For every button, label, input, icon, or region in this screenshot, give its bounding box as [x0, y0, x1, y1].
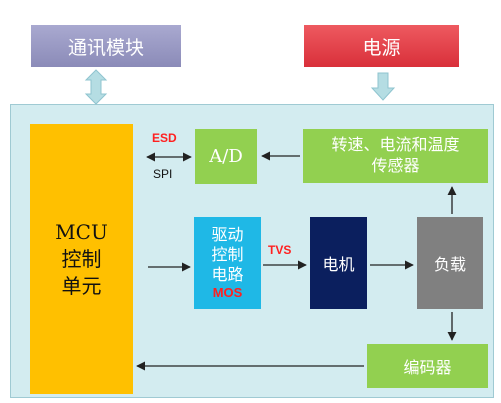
sensor-box: 转速、电流和温度 传感器 [303, 129, 488, 183]
esd-label: ESD [152, 131, 177, 145]
spi-label: SPI [153, 167, 173, 181]
driver-line-1: 驱动 [211, 224, 244, 244]
driver-mos-label: MOS [212, 284, 243, 300]
load-box: 负载 [417, 217, 483, 309]
power-module-label: 电源 [362, 36, 401, 59]
comm-module-label: 通讯模块 [67, 36, 144, 59]
power-module-box: 电源 [304, 25, 459, 67]
comm-module-box: 通讯模块 [31, 25, 181, 67]
tvs-label: TVS [268, 243, 292, 257]
sensor-line-2: 传感器 [371, 156, 420, 175]
driver-line-2: 控制 [211, 244, 244, 264]
mcu-line-1: MCU [55, 219, 108, 244]
mcu-line-3: 单元 [61, 273, 102, 298]
load-label: 负载 [433, 255, 466, 274]
comm-bus-double-arrow [84, 69, 108, 105]
motor-label: 电机 [322, 255, 355, 274]
mcu-line-2: 控制 [61, 246, 102, 271]
encoder-box: 编码器 [367, 344, 488, 388]
mcu-box: MCU 控制 单元 [30, 124, 133, 394]
sensor-line-1: 转速、电流和温度 [331, 135, 460, 155]
ad-box: A/D [195, 129, 257, 184]
motor-box: 电机 [310, 217, 367, 309]
ad-label: A/D [209, 146, 243, 167]
driver-box: 驱动 控制 电路 MOS [194, 217, 261, 309]
power-down-arrow [370, 72, 396, 101]
driver-line-3: 电路 [211, 264, 244, 284]
encoder-label: 编码器 [403, 358, 452, 377]
